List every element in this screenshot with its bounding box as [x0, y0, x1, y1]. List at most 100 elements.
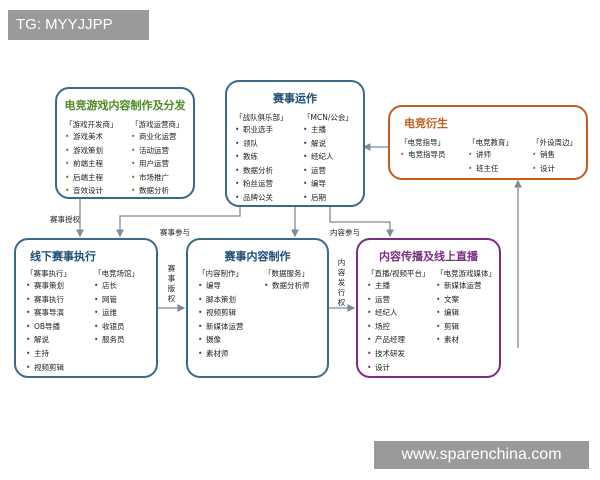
- list-item: •班主任: [468, 163, 499, 173]
- list-item: •经纪人: [303, 152, 334, 162]
- box-content-production: 电竞游戏内容制作及分发 「游戏开发商」 •游戏美术 •游戏策划 •前端主程 •后…: [55, 87, 195, 199]
- list-item: •后期: [303, 192, 326, 202]
- list-item: •服务员: [94, 335, 125, 345]
- list-item: •领队: [235, 138, 258, 148]
- list-item: •赛事执行: [26, 294, 64, 304]
- column-header: 「直播/视频平台」: [367, 269, 430, 278]
- item-list: •店长 •网管 •运维 •收银员 •服务员: [94, 279, 139, 347]
- list-item: •运营: [303, 165, 326, 175]
- list-item: •游戏美术: [65, 132, 103, 141]
- box-event-content: 赛事内容制作 「内容制作」 •编导 •脚本策划 •视频剪辑 •新媒体运营 •摄像…: [186, 238, 329, 378]
- column-content-production: 「内容制作」 •编导 •脚本策划 •视频剪辑 •新媒体运营 •摄像 •素材师: [198, 268, 244, 361]
- list-item: •商业化运营: [131, 132, 177, 141]
- column-header: 「电竞游戏媒体」: [436, 269, 496, 278]
- edge-label-authorization: 赛事授权: [50, 215, 80, 224]
- list-item: •设计: [532, 163, 555, 173]
- list-item: •粉丝运营: [235, 179, 273, 189]
- list-item: •音效设计: [65, 186, 103, 196]
- arrow-operation-to-broadcast: [329, 206, 394, 238]
- list-item: •品牌公关: [235, 192, 273, 202]
- list-item: •新媒体运营: [436, 281, 482, 290]
- column-header: 「内容制作」: [198, 269, 243, 278]
- column-team-club: 「战队俱乐部」 •职业选手 •领队 •教练 •数据分析 •粉丝运营 •品牌公关: [235, 112, 288, 205]
- list-item: •市场推广: [131, 172, 169, 182]
- column-peripherals: 「外设周边」 •销售 •设计: [532, 137, 577, 175]
- column-event-execution: 「赛事执行」 •赛事策划 •赛事执行 •赛事导演 •OB导播 •解说 •主持 •…: [26, 268, 71, 374]
- edge-label-participation-right: 内容参与: [330, 228, 360, 237]
- list-item: •运营: [367, 294, 390, 304]
- watermark-tag: TG: MYYJJPP: [8, 10, 149, 40]
- list-item: •电竞指导员: [400, 150, 446, 159]
- item-list: •讲师 •班主任: [468, 148, 513, 175]
- list-item: •主播: [367, 281, 390, 290]
- column-esports-education: 「电竞教育」 •讲师 •班主任: [468, 137, 513, 175]
- column-header: 「电竞教育」: [468, 138, 513, 147]
- item-list: •游戏美术 •游戏策划 •前端主程 •后端主程 •音效设计: [65, 130, 118, 198]
- watermark-site: www.sparenchina.com: [374, 441, 589, 469]
- column-data-service: 「数据服务」 •数据分析师: [264, 268, 310, 293]
- item-list: •商业化运营 •活动运营 •用户运营 •市场推广 •数据分析: [131, 130, 184, 198]
- list-item: •收银员: [94, 321, 125, 331]
- list-item: •运维: [94, 308, 117, 318]
- list-item: •编辑: [436, 308, 459, 318]
- item-list: •主播 •运营 •经纪人 •场控 •产品经理 •技术研发 •设计: [367, 279, 430, 374]
- column-header: 「游戏开发商」: [65, 120, 118, 129]
- box-title: 内容传播及线上直播: [379, 250, 478, 263]
- edge-label-copyright: 赛事版权: [167, 264, 176, 303]
- item-list: •主播 •解说 •经纪人 •运营 •编导 •后期: [303, 123, 353, 205]
- list-item: •数据分析: [131, 186, 169, 196]
- list-item: •数据分析师: [264, 281, 310, 290]
- list-item: •设计: [367, 362, 390, 372]
- arrow-operation-to-offline: [116, 206, 241, 238]
- list-item: •用户运营: [131, 159, 169, 169]
- edge-label-participation-left: 赛事参与: [160, 228, 190, 237]
- box-event-operation: 赛事运作 「战队俱乐部」 •职业选手 •领队 •教练 •数据分析 •粉丝运营 •…: [225, 80, 365, 207]
- list-item: •技术研发: [367, 348, 405, 358]
- column-header: 「外设周边」: [532, 138, 577, 147]
- box-title: 赛事内容制作: [224, 250, 291, 263]
- list-item: •后端主程: [65, 172, 103, 182]
- list-item: •讲师: [468, 150, 491, 159]
- list-item: •赛事策划: [26, 281, 64, 290]
- box-title: 电竞衍生: [404, 117, 448, 130]
- list-item: •场控: [367, 321, 390, 331]
- box-broadcast: 内容传播及线上直播 「直播/视频平台」 •主播 •运营 •经纪人 •场控 •产品…: [356, 238, 501, 378]
- box-derivatives: 电竞衍生 「电竞指导」 •电竞指导员 「电竞教育」 •讲师 •班主任 「外设周边…: [388, 105, 588, 180]
- column-header: 「数据服务」: [264, 269, 309, 278]
- column-header: 「电竞场馆」: [94, 269, 139, 278]
- list-item: •解说: [26, 335, 49, 345]
- list-item: •店长: [94, 281, 117, 290]
- list-item: •活动运营: [131, 145, 169, 155]
- list-item: •脚本策划: [198, 294, 236, 304]
- column-mcn-guild: 「MCN/公会」 •主播 •解说 •经纪人 •运营 •编导 •后期: [303, 112, 353, 205]
- box-title: 线下赛事执行: [30, 250, 96, 263]
- list-item: •素材师: [198, 348, 229, 358]
- box-offline-event: 线下赛事执行 「赛事执行」 •赛事策划 •赛事执行 •赛事导演 •OB导播 •解…: [14, 238, 158, 378]
- item-list: •新媒体运营 •文案 •编辑 •剪辑 •素材: [436, 279, 496, 347]
- item-list: •销售 •设计: [532, 148, 577, 175]
- list-item: •主播: [303, 125, 326, 134]
- list-item: •剪辑: [436, 321, 459, 331]
- column-header: 「MCN/公会」: [303, 113, 353, 122]
- list-item: •素材: [436, 335, 459, 345]
- column-header: 「赛事执行」: [26, 269, 71, 278]
- edge-label-distribution: 内容发行权: [337, 258, 346, 307]
- column-header: 「电竞指导」: [400, 138, 445, 147]
- list-item: •解说: [303, 138, 326, 148]
- list-item: •经纪人: [367, 308, 398, 318]
- list-item: •游戏策划: [65, 145, 103, 155]
- item-list: •电竞指导员: [400, 148, 446, 162]
- column-live-video-platform: 「直播/视频平台」 •主播 •运营 •经纪人 •场控 •产品经理 •技术研发 •…: [367, 268, 430, 374]
- list-item: •教练: [235, 152, 258, 162]
- column-header: 「战队俱乐部」: [235, 113, 288, 122]
- list-item: •赛事导演: [26, 308, 64, 318]
- list-item: •数据分析: [235, 165, 273, 175]
- list-item: •前端主程: [65, 159, 103, 169]
- column-game-operator: 「游戏运营商」 •商业化运营 •活动运营 •用户运营 •市场推广 •数据分析: [131, 119, 184, 198]
- list-item: •主持: [26, 348, 49, 358]
- item-list: •赛事策划 •赛事执行 •赛事导演 •OB导播 •解说 •主持 •视频剪辑: [26, 279, 71, 374]
- list-item: •产品经理: [367, 335, 405, 345]
- column-esports-guidance: 「电竞指导」 •电竞指导员: [400, 137, 446, 162]
- list-item: •网管: [94, 294, 117, 304]
- item-list: •职业选手 •领队 •教练 •数据分析 •粉丝运营 •品牌公关: [235, 123, 288, 205]
